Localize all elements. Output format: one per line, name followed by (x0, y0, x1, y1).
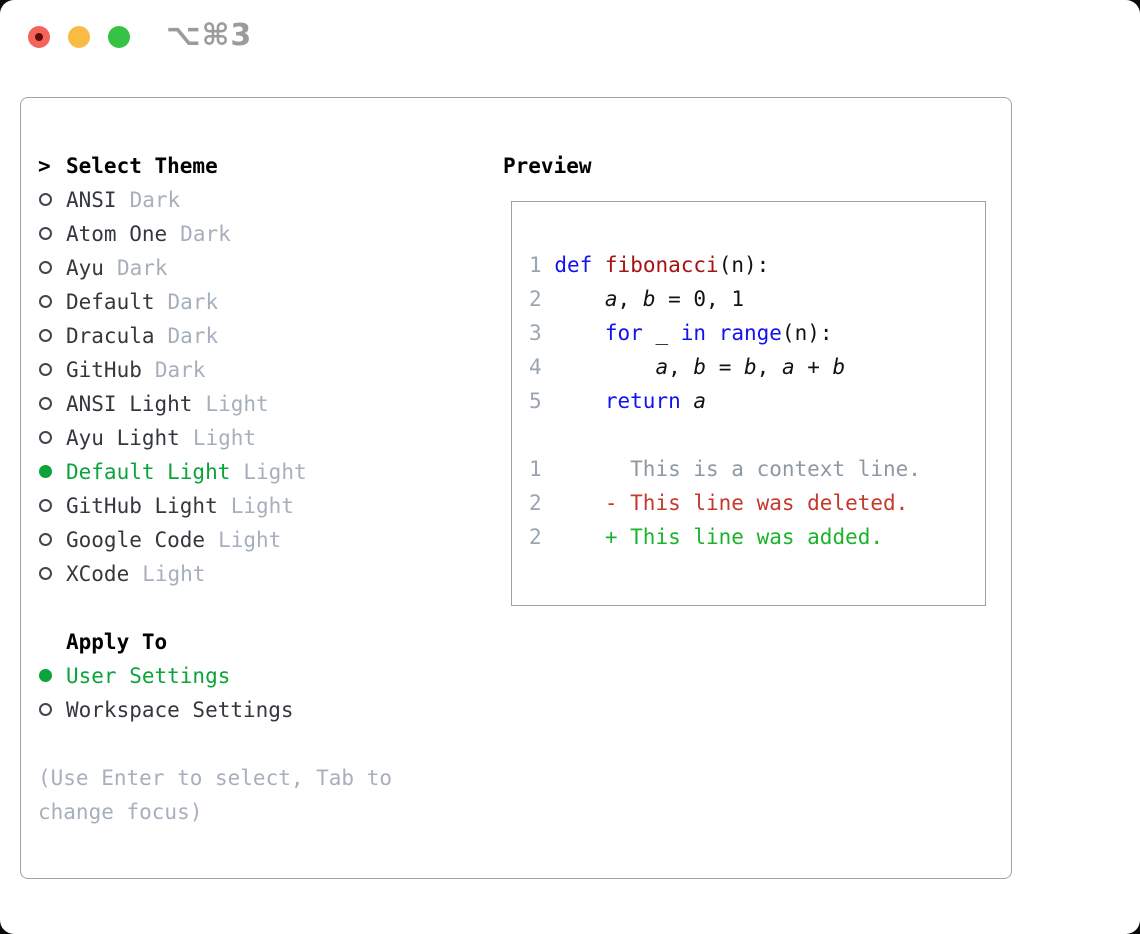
apply-option-user-settings[interactable]: User Settings (38, 659, 478, 693)
help-text: (Use Enter to select, Tab to change focu… (38, 766, 393, 824)
line-number: 4 (529, 355, 542, 379)
theme-option[interactable]: Ayu Light Light (38, 421, 478, 455)
radio-icon[interactable] (39, 363, 52, 376)
theme-option[interactable]: GitHub Dark (38, 353, 478, 387)
line-number: 3 (529, 321, 542, 345)
theme-variant: Light (218, 528, 282, 552)
radio-icon[interactable] (39, 261, 52, 274)
theme-name: Dracula (66, 324, 155, 348)
theme-variant: Light (205, 392, 269, 416)
radio-icon[interactable] (39, 227, 52, 240)
line-number: 2 (529, 491, 542, 515)
spacer (38, 591, 478, 625)
radio-icon[interactable] (39, 533, 52, 546)
theme-variant: Dark (167, 290, 219, 314)
keyboard-shortcut-label: ⌥⌘3 (166, 18, 253, 53)
theme-option[interactable]: Default Light Light (38, 455, 478, 489)
code-line: 3 for _ in range(n): (529, 321, 833, 345)
theme-option[interactable]: Google Code Light (38, 523, 478, 557)
diff-line-added: 2 + This line was added. (529, 520, 921, 554)
code-line: 2 a, b = 0, 1 (529, 287, 744, 311)
theme-name: GitHub Light (66, 494, 218, 518)
zoom-button[interactable] (108, 26, 130, 48)
theme-variant: Dark (129, 188, 181, 212)
line-number: 2 (529, 287, 542, 311)
code-line: 1 def fibonacci(n): (529, 253, 770, 277)
theme-name: GitHub (66, 358, 142, 382)
theme-variant: Light (192, 426, 257, 450)
focus-prompt-icon: > (38, 154, 51, 178)
theme-name: Ayu (66, 256, 104, 280)
line-number: 5 (529, 389, 542, 413)
theme-variant: Dark (154, 358, 206, 382)
diff-context-text: This is a context line. (541, 457, 921, 481)
preview-header: Preview (503, 154, 592, 178)
theme-name: Ayu Light (66, 426, 180, 450)
line-number: 1 (529, 253, 542, 277)
radio-icon[interactable] (39, 397, 52, 410)
theme-option[interactable]: XCode Light (38, 557, 478, 591)
diff-line-context: 1 This is a context line. (529, 452, 921, 486)
minimize-button[interactable] (68, 26, 90, 48)
theme-option[interactable]: Dracula Dark (38, 319, 478, 353)
theme-name: ANSI (66, 188, 117, 212)
preview-box: 1 def fibonacci(n): 2 a, b = 0, 1 3 for … (511, 201, 986, 606)
titlebar: ⌥⌘3 (0, 0, 1140, 75)
diff-line-deleted: 2 - This line was deleted. (529, 486, 921, 520)
theme-name: Default (66, 290, 155, 314)
theme-option[interactable]: GitHub Light Light (38, 489, 478, 523)
radio-icon[interactable] (39, 431, 52, 444)
theme-option[interactable]: Default Dark (38, 285, 478, 319)
theme-variant: Light (230, 494, 294, 518)
theme-option[interactable]: ANSI Dark (38, 183, 478, 217)
theme-variant: Dark (180, 222, 231, 246)
theme-variant: Dark (167, 324, 219, 348)
theme-name: Atom One (66, 222, 168, 246)
apply-to-header: Apply To (38, 625, 478, 659)
radio-icon[interactable] (39, 669, 52, 682)
spacer (38, 727, 478, 761)
line-number: 2 (529, 525, 542, 549)
blank-line (529, 418, 921, 452)
radio-icon[interactable] (39, 329, 52, 342)
theme-name: ANSI Light (66, 392, 193, 416)
theme-option[interactable]: Ayu Dark (38, 251, 478, 285)
theme-name: XCode (66, 562, 130, 586)
theme-name: Google Code (66, 528, 206, 552)
theme-variant: Dark (116, 256, 168, 280)
theme-option[interactable]: ANSI Light Light (38, 387, 478, 421)
close-button[interactable] (28, 26, 50, 48)
theme-select-header-label: Select Theme (66, 154, 218, 178)
code-sample: 1 def fibonacci(n): 2 a, b = 0, 1 3 for … (529, 248, 921, 554)
theme-variant: Light (142, 562, 206, 586)
apply-to-header-label: Apply To (66, 630, 168, 654)
radio-icon[interactable] (39, 703, 52, 716)
diff-added-text: + This line was added. (541, 525, 884, 549)
apply-option-label: Workspace Settings (66, 698, 294, 722)
theme-select-header: > Select Theme (38, 149, 478, 183)
code-line: 4 a, b = b, a + b (529, 355, 846, 379)
theme-name: Default Light (66, 460, 231, 484)
settings-panel: > Select Theme ANSI Dark Atom One Dark A… (20, 97, 1012, 879)
theme-picker: > Select Theme ANSI Dark Atom One Dark A… (38, 149, 478, 829)
radio-icon[interactable] (39, 193, 52, 206)
radio-icon[interactable] (39, 499, 52, 512)
diff-deleted-text: - This line was deleted. (541, 491, 909, 515)
line-number: 1 (529, 457, 542, 481)
radio-icon[interactable] (39, 465, 52, 478)
radio-icon[interactable] (39, 295, 52, 308)
code-line: 5 return a (529, 389, 707, 413)
theme-variant: Light (243, 460, 307, 484)
radio-icon[interactable] (39, 567, 52, 580)
apply-option-workspace-settings[interactable]: Workspace Settings (38, 693, 478, 727)
apply-option-label: User Settings (66, 664, 231, 688)
theme-option[interactable]: Atom One Dark (38, 217, 478, 251)
